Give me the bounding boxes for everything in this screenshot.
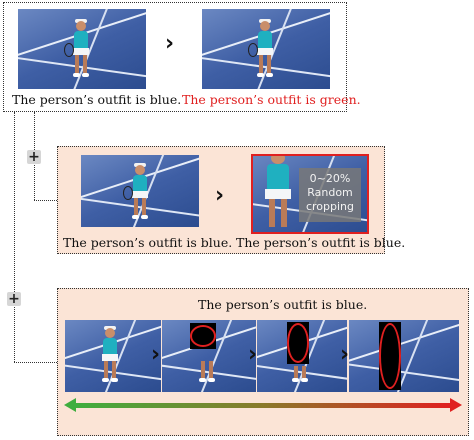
panel-progressive-masking: The person’s outfit is blue. › › (57, 288, 469, 436)
tennis-photo-edited (202, 9, 330, 89)
arrow-head-left (64, 398, 76, 412)
connector-vertical-main (14, 112, 15, 362)
connector-horizontal-main (14, 362, 57, 363)
crop-label-box: 0~20% Random cropping (299, 168, 361, 222)
tennis-photo-step-3 (257, 320, 347, 392)
tennis-photo-cropped: 0~20% Random cropping (251, 154, 369, 234)
mask-ellipse-small (190, 325, 216, 347)
panel-random-cropping: › 0~20% Random cropping The person’s out… (57, 146, 405, 254)
tennis-photo-step-4 (349, 320, 459, 392)
caption-edited: The person’s outfit is green. (182, 92, 361, 107)
crop-label-word2: cropping (305, 200, 355, 213)
mask-ellipse-large (379, 323, 401, 389)
crop-red-frame (251, 154, 369, 234)
chevron-right-icon: › (151, 342, 161, 367)
panel-color-swap: › The person’s outfit is blue. The perso… (3, 2, 361, 112)
chevron-right-icon: › (248, 342, 258, 367)
caption-original: The person’s outfit is blue. (12, 92, 182, 107)
tennis-photo-original (81, 155, 199, 227)
arrow-head-right (450, 398, 462, 412)
mask-ellipse-medium (287, 323, 309, 363)
double-arrow-icon (74, 403, 450, 408)
tennis-photo-original (18, 9, 146, 89)
panel-caption: The person’s outfit is blue. (198, 297, 368, 312)
chevron-right-icon: › (215, 183, 225, 208)
tennis-photo-step-2 (162, 320, 256, 392)
plus-icon: + (7, 291, 21, 307)
connector-horizontal-branch (34, 200, 57, 201)
chevron-right-icon: › (340, 342, 350, 367)
crop-label-percent: 0~20% (309, 172, 351, 185)
plus-icon: + (27, 149, 41, 165)
caption-cropped: The person’s outfit is blue. (236, 235, 406, 250)
caption-original: The person’s outfit is blue. (63, 235, 233, 250)
chevron-right-icon: › (165, 31, 175, 56)
crop-label-word1: Random (307, 186, 353, 199)
tennis-photo-step-1 (65, 320, 161, 392)
